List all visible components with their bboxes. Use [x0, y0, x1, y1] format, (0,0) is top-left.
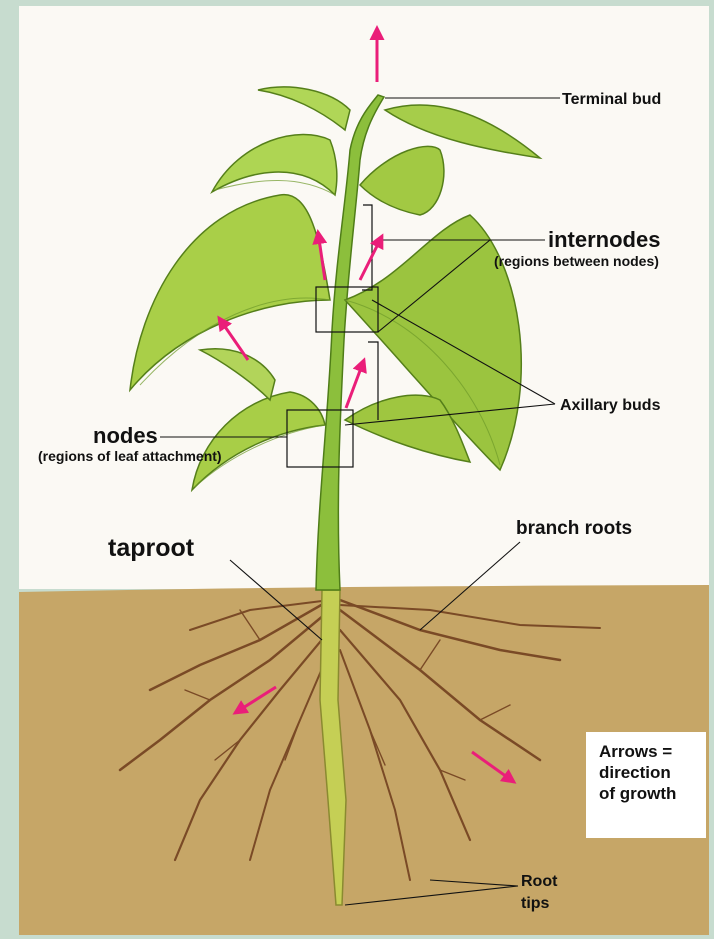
legend-text: Arrows = direction of growth: [599, 741, 699, 804]
label-root-tips-line2: tips: [521, 895, 550, 912]
label-branch-roots: branch roots: [516, 518, 632, 539]
label-nodes-note: (regions of leaf attachment): [38, 448, 222, 464]
label-internodes: internodes: [548, 227, 660, 252]
label-internodes-note: (regions between nodes): [494, 253, 659, 269]
label-terminal-bud: Terminal bud: [562, 91, 661, 108]
label-root-tips-line1: Root: [521, 873, 558, 890]
label-taproot: taproot: [108, 534, 195, 562]
label-nodes: nodes: [93, 423, 158, 448]
label-axillary-buds: Axillary buds: [560, 397, 661, 414]
